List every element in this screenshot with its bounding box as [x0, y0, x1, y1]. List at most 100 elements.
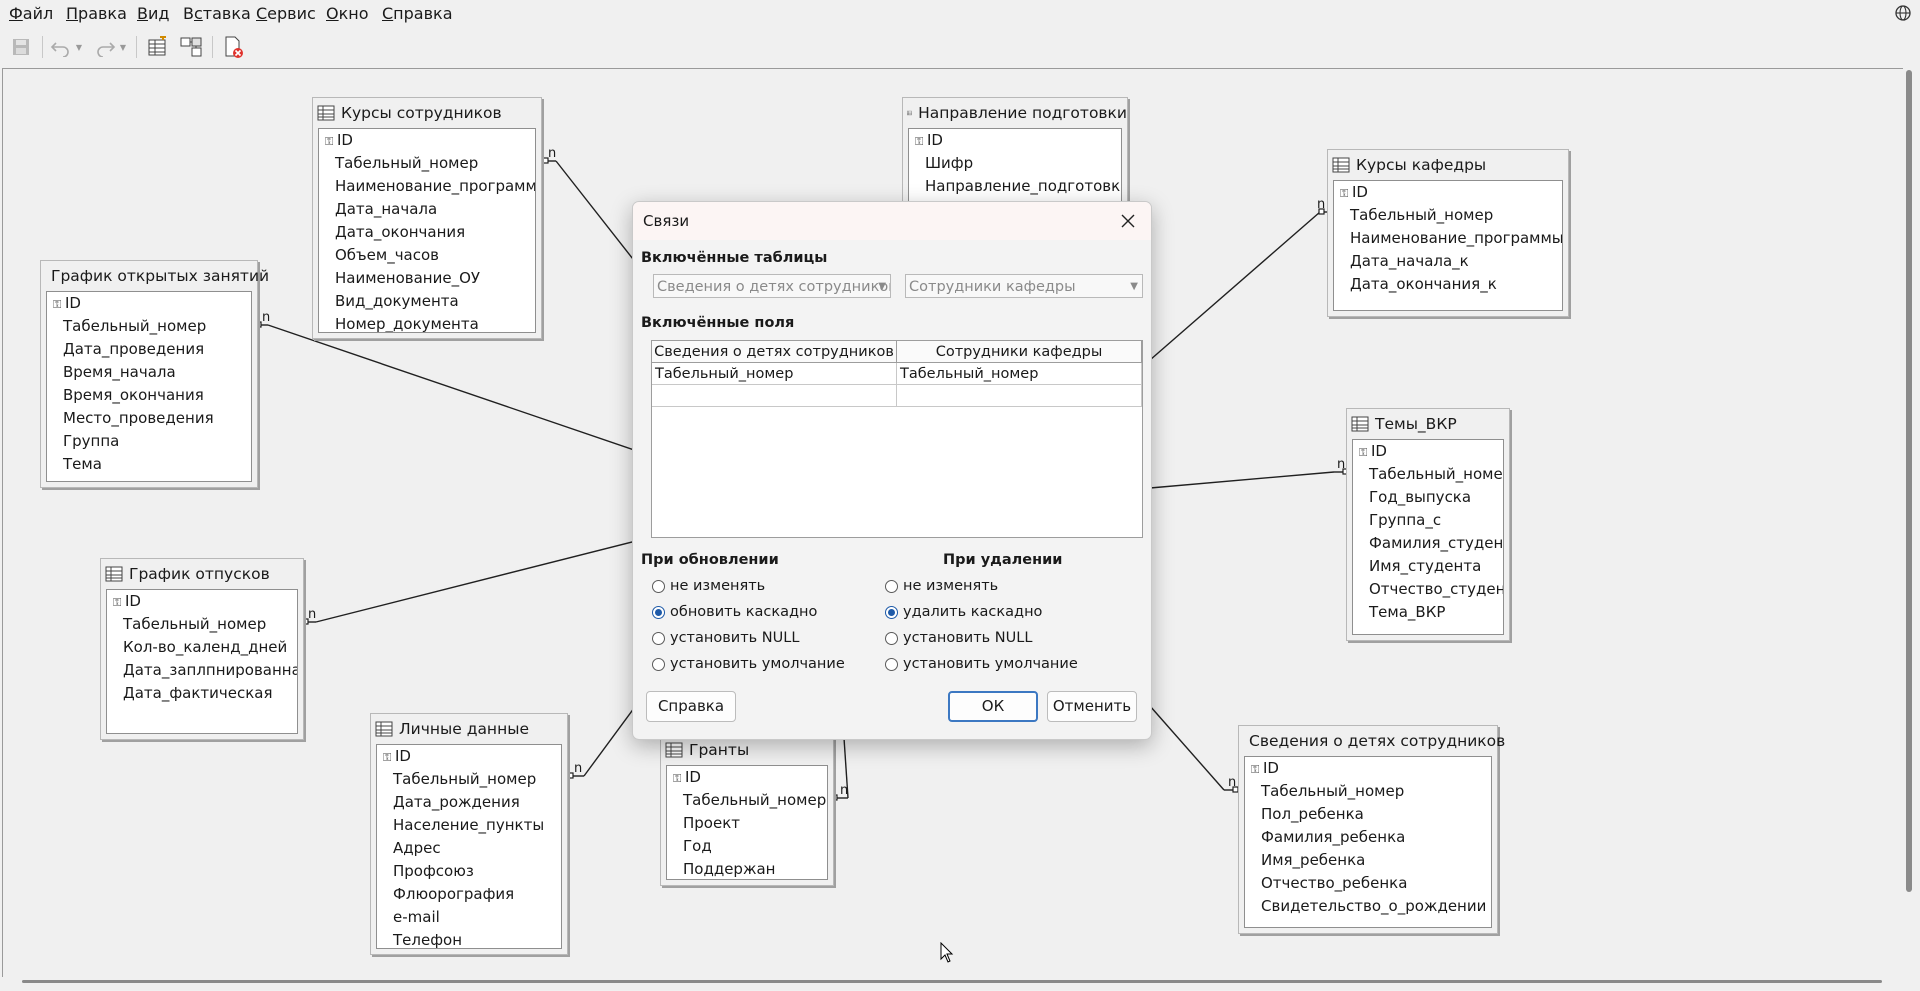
delete-option-no-action[interactable]: не изменять	[885, 578, 998, 594]
field-item[interactable]: Отчество_студента	[1369, 580, 1503, 598]
left-table-select[interactable]: Сведения о детях сотрудников▼	[653, 274, 891, 298]
radio-button[interactable]	[652, 631, 665, 645]
field-item[interactable]: Поддержан	[683, 860, 776, 878]
field-item[interactable]: Фамилия_ребенка	[1261, 828, 1406, 846]
field-item[interactable]: Год_выпуска	[1369, 488, 1472, 506]
field-primary-key[interactable]: ⚿ID	[53, 292, 81, 315]
field-item[interactable]: Табельный_номер	[1369, 465, 1504, 483]
field-primary-key[interactable]: ⚿ID	[673, 766, 701, 789]
radio-button-selected[interactable]	[885, 605, 898, 619]
field-item[interactable]: Свидетельство_о_рождении	[1261, 897, 1487, 915]
menu-window[interactable]: Окно	[326, 4, 369, 23]
field-item[interactable]: Время_начала	[63, 363, 176, 381]
field-item[interactable]: Табельный_номер	[683, 791, 827, 809]
field-item[interactable]: Тема	[63, 455, 102, 473]
table-window-title[interactable]: Направление подготовки	[903, 98, 1127, 128]
table-window-personal-data[interactable]: Личные данные ⚿ID Табельный_номер Дата_р…	[370, 713, 568, 955]
field-item[interactable]: Табельный_номер	[123, 615, 267, 633]
redo-dropdown-icon[interactable]: ▼	[119, 42, 127, 52]
update-option-cascade[interactable]: обновить каскадно	[652, 604, 817, 620]
field-item[interactable]: Вид_документа	[335, 292, 459, 310]
table-window-title[interactable]: Курсы кафедры	[1328, 150, 1568, 180]
field-list[interactable]: ⚿ID Табельный_номер Дата_проведения Врем…	[46, 291, 252, 482]
field-item[interactable]: Дата_окончания	[335, 223, 466, 241]
field-item[interactable]: Дата_проведения	[63, 340, 205, 358]
field-list[interactable]: ⚿ID Табельный_номер Год_выпуска Группа_с…	[1352, 439, 1504, 635]
close-icon[interactable]	[1117, 210, 1139, 232]
field-list[interactable]: ⚿ID Шифр Направление_подготовки	[908, 128, 1122, 203]
field-item[interactable]: Дата_заплпнированная	[123, 661, 298, 679]
undo-dropdown-icon[interactable]: ▼	[75, 42, 83, 52]
field-item[interactable]: Телефон	[393, 931, 463, 949]
field-item[interactable]: Табельный_номер	[63, 317, 207, 335]
ok-button[interactable]: ОК	[948, 691, 1038, 722]
field-item[interactable]: Табельный_номер	[335, 154, 479, 172]
field-item[interactable]: Наименование_программы_к	[1350, 229, 1563, 247]
field-item[interactable]: Табельный_номер	[1350, 206, 1494, 224]
table-window-department-courses[interactable]: Курсы кафедры ⚿ID Табельный_номер Наимен…	[1327, 149, 1569, 317]
radio-button[interactable]	[652, 657, 665, 671]
field-primary-key[interactable]: ⚿ID	[325, 129, 353, 152]
table-window-vacation-schedule[interactable]: График отпусков ⚿ID Табельный_номер Кол-…	[100, 558, 304, 740]
new-relation-icon[interactable]	[176, 32, 206, 62]
field-primary-key[interactable]: ⚿ID	[915, 129, 943, 152]
radio-button-selected[interactable]	[652, 605, 665, 619]
cancel-button[interactable]: Отменить	[1047, 691, 1137, 722]
grid-column-header-left[interactable]: Сведения о детях сотрудников	[652, 341, 897, 363]
table-window-title[interactable]: График открытых занятий	[41, 261, 269, 291]
right-table-select[interactable]: Сотрудники кафедры▼	[905, 274, 1143, 298]
grid-column-header-right[interactable]: Сотрудники кафедры	[897, 341, 1142, 363]
menu-view[interactable]: Вид	[137, 4, 170, 23]
table-window-title[interactable]: График отпусков	[101, 559, 303, 589]
field-primary-key[interactable]: ⚿ID	[113, 590, 141, 613]
vertical-scrollbar[interactable]	[1906, 70, 1912, 892]
table-window-title[interactable]: Гранты	[661, 735, 833, 765]
grid-cell-left[interactable]: Табельный_номер	[652, 363, 897, 385]
field-item[interactable]: Кол-во_календ_дней	[123, 638, 288, 656]
grid-cell-right[interactable]	[897, 385, 1142, 407]
table-window-employee-courses[interactable]: Курсы сотрудников ⚿ID Табельный_номер На…	[312, 97, 542, 339]
field-list[interactable]: ⚿ID Табельный_номер Проект Год Поддержан	[666, 765, 828, 880]
field-list[interactable]: ⚿ID Табельный_номер Пол_ребенка Фамилия_…	[1244, 756, 1492, 928]
field-item[interactable]: Тема_ВКР	[1369, 603, 1446, 621]
field-item[interactable]: Проект	[683, 814, 741, 832]
fields-grid[interactable]: Сведения о детях сотрудников Сотрудники …	[651, 340, 1143, 538]
table-window-training-direction[interactable]: Направление подготовки ⚿ID Шифр Направле…	[902, 97, 1128, 209]
radio-button[interactable]	[885, 631, 898, 645]
help-button[interactable]: Справка	[646, 691, 736, 722]
update-option-set-default[interactable]: установить умолчание	[652, 656, 845, 672]
field-primary-key[interactable]: ⚿ID	[383, 745, 411, 768]
menu-help[interactable]: Справка	[382, 4, 453, 23]
table-window-title[interactable]: Курсы сотрудников	[313, 98, 541, 128]
table-window-open-lessons-schedule[interactable]: График открытых занятий ⚿ID Табельный_но…	[40, 260, 269, 488]
field-primary-key[interactable]: ⚿ID	[1340, 181, 1368, 204]
field-list[interactable]: ⚿ID Табельный_номер Кол-во_календ_дней Д…	[106, 589, 298, 734]
dialog-titlebar[interactable]: Связи	[633, 202, 1151, 240]
field-primary-key[interactable]: ⚿ID	[1251, 757, 1279, 780]
field-item[interactable]: e-mail	[393, 908, 440, 926]
field-item[interactable]: Дата_начала	[335, 200, 438, 218]
field-primary-key[interactable]: ⚿ID	[1359, 440, 1387, 463]
undo-icon[interactable]	[46, 32, 76, 62]
field-list[interactable]: ⚿ID Табельный_номер Наименование_програм…	[318, 128, 536, 333]
grid-cell-right[interactable]: Табельный_номер	[897, 363, 1142, 385]
field-item[interactable]: Дата_окончания_к	[1350, 275, 1497, 293]
menu-file[interactable]: Файл	[9, 4, 54, 23]
delete-icon[interactable]	[218, 32, 248, 62]
field-item[interactable]: Дата_начала_к	[1350, 252, 1469, 270]
field-item[interactable]: Отчество_ребенка	[1261, 874, 1408, 892]
radio-button[interactable]	[652, 579, 665, 593]
field-item[interactable]: Наименование_программы	[335, 177, 536, 195]
menu-edit[interactable]: Правка	[66, 4, 127, 23]
field-item[interactable]: Фамилия_студента	[1369, 534, 1504, 552]
globe-icon[interactable]	[1894, 4, 1912, 22]
field-item[interactable]: Группа	[63, 432, 120, 450]
field-item[interactable]: Имя_ребенка	[1261, 851, 1366, 869]
table-window-title[interactable]: Темы_ВКР	[1347, 409, 1509, 439]
add-tables-icon[interactable]	[142, 32, 172, 62]
menu-insert[interactable]: Вставка	[183, 4, 251, 23]
menu-tools[interactable]: Сервис	[256, 4, 316, 23]
update-option-set-null[interactable]: установить NULL	[652, 630, 799, 646]
delete-option-set-default[interactable]: установить умолчание	[885, 656, 1078, 672]
field-item[interactable]: Население_пункты	[393, 816, 545, 834]
